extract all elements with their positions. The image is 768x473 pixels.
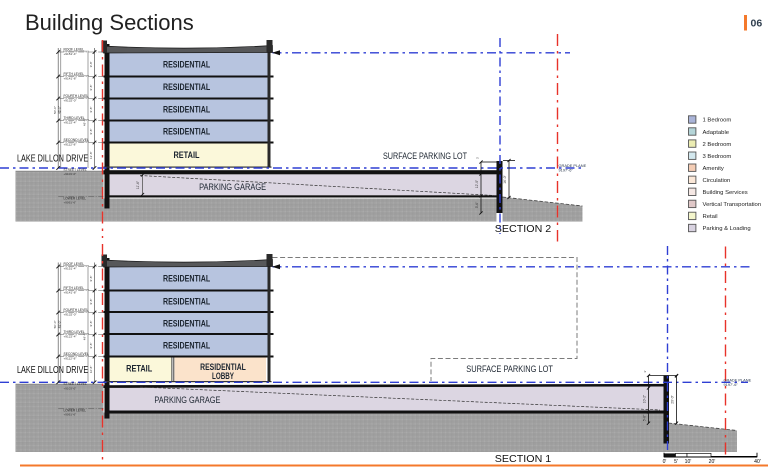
svg-text:RESIDENTIAL: RESIDENTIAL: [163, 296, 211, 306]
svg-text:RESIDENTIAL: RESIDENTIAL: [163, 104, 211, 114]
svg-text:3': 3': [476, 156, 480, 159]
svg-text:ROOF LEVEL: ROOF LEVEL: [64, 47, 85, 51]
svg-text:Building Services: Building Services: [703, 190, 748, 196]
svg-text:FIFTH LEVEL: FIFTH LEVEL: [64, 72, 85, 76]
svg-text:49'-4": 49'-4": [83, 118, 87, 126]
svg-text:9197'-6": 9197'-6": [724, 382, 739, 387]
svg-text:+9112'-8": +9112'-8": [64, 143, 77, 147]
svg-text:9'-8": 9'-8": [89, 61, 93, 67]
svg-text:9'-8": 9'-8": [89, 129, 93, 135]
svg-text:9'-8": 9'-8": [89, 85, 93, 91]
svg-text:SURFACE PARKING LOT: SURFACE PARKING LOT: [466, 364, 553, 374]
svg-text:9'-8": 9'-8": [89, 276, 93, 282]
svg-text:5'-8": 5'-8": [643, 414, 647, 421]
svg-text:10'-2": 10'-2": [643, 394, 647, 403]
svg-text:SECTION 2: SECTION 2: [495, 224, 552, 235]
svg-text:LAKE DILLON DRIVE: LAKE DILLON DRIVE: [17, 365, 88, 376]
svg-text:+9141'-8": +9141'-8": [64, 291, 77, 295]
svg-text:Adaptable: Adaptable: [703, 130, 730, 136]
svg-text:Circulation: Circulation: [703, 178, 731, 184]
svg-text:10': 10': [685, 459, 692, 465]
svg-text:+9091'-6": +9091'-6": [64, 201, 77, 205]
svg-text:LOWER LEVEL: LOWER LEVEL: [64, 196, 87, 200]
svg-text:+9122'-4": +9122'-4": [64, 121, 77, 125]
svg-text:3': 3': [643, 370, 647, 373]
svg-text:THIRD LEVEL: THIRD LEVEL: [64, 116, 85, 120]
svg-text:+9132'-0": +9132'-0": [64, 99, 77, 103]
svg-text:SECTION 1: SECTION 1: [495, 454, 552, 465]
svg-text:+9112'-8": +9112'-8": [64, 357, 77, 361]
svg-text:FIFTH LEVEL: FIFTH LEVEL: [64, 286, 85, 290]
svg-text:+9151'-4": +9151'-4": [64, 267, 77, 271]
svg-text:Retail: Retail: [703, 214, 718, 220]
svg-text:11'-6": 11'-6": [136, 180, 140, 189]
svg-text:FOURTH LEVEL: FOURTH LEVEL: [64, 308, 89, 312]
svg-text:Amenity: Amenity: [703, 166, 724, 172]
svg-text:LOBBY: LOBBY: [212, 371, 234, 381]
svg-text:+9122'-4": +9122'-4": [64, 335, 77, 339]
svg-text:1 Bedroom: 1 Bedroom: [703, 118, 732, 124]
svg-text:+9141'-8": +9141'-8": [64, 77, 77, 81]
svg-text:16'-0": 16'-0": [503, 174, 507, 183]
svg-text:RETAIL: RETAIL: [173, 150, 200, 160]
svg-text:SECOND LEVEL: SECOND LEVEL: [64, 138, 89, 142]
svg-text:5': 5': [674, 459, 678, 465]
svg-text:+9151'-4": +9151'-4": [64, 52, 77, 56]
svg-text:Building Sections: Building Sections: [25, 10, 194, 35]
svg-text:RESIDENTIAL: RESIDENTIAL: [163, 318, 211, 328]
svg-text:PARKING GARAGE: PARKING GARAGE: [199, 182, 266, 192]
svg-text:50'-0": 50'-0": [53, 320, 57, 328]
svg-text:+9103'-0": +9103'-0": [64, 172, 77, 176]
svg-text:RESIDENTIAL: RESIDENTIAL: [163, 60, 211, 70]
svg-text:+9132'-0": +9132'-0": [64, 313, 77, 317]
svg-text:SURFACE PARKING LOT: SURFACE PARKING LOT: [383, 151, 468, 161]
svg-text:GRADE PLANE: GRADE PLANE: [724, 377, 752, 382]
svg-text:9'-8": 9'-8": [89, 343, 93, 349]
svg-text:STREET LEVEL: STREET LEVEL: [64, 168, 88, 172]
svg-text:STREET LEVEL: STREET LEVEL: [64, 382, 88, 386]
svg-text:9'-8": 9'-8": [89, 299, 93, 305]
svg-text:+9103'-0": +9103'-0": [64, 387, 77, 391]
svg-text:RESIDENTIAL: RESIDENTIAL: [163, 274, 211, 284]
svg-text:RETAIL: RETAIL: [126, 363, 153, 373]
svg-text:Parking & Loading: Parking & Loading: [703, 226, 751, 232]
svg-text:PARKING GARAGE: PARKING GARAGE: [154, 395, 220, 405]
svg-text:RESIDENTIAL: RESIDENTIAL: [163, 340, 211, 350]
svg-text:50'-0": 50'-0": [53, 106, 57, 114]
svg-text:2 Bedroom: 2 Bedroom: [703, 142, 732, 148]
svg-text:45'-0": 45'-0": [58, 106, 62, 114]
svg-text:5'-6": 5'-6": [475, 201, 479, 208]
svg-text:THIRD LEVEL: THIRD LEVEL: [64, 330, 85, 334]
svg-text:45'-0": 45'-0": [58, 320, 62, 328]
svg-text:LAKE DILLON DRIVE: LAKE DILLON DRIVE: [17, 153, 88, 164]
svg-text:06: 06: [751, 18, 763, 30]
svg-text:SECOND LEVEL: SECOND LEVEL: [64, 352, 89, 356]
svg-text:GRADE PLANE: GRADE PLANE: [559, 163, 587, 168]
svg-text:RESIDENTIAL: RESIDENTIAL: [163, 126, 211, 136]
svg-text:FOURTH LEVEL: FOURTH LEVEL: [64, 94, 89, 98]
svg-text:0': 0': [663, 459, 667, 465]
svg-text:RESIDENTIAL: RESIDENTIAL: [163, 82, 211, 92]
svg-text:12'-0": 12'-0": [475, 179, 479, 188]
svg-text:20'-0": 20'-0": [671, 394, 675, 403]
svg-text:9'-8": 9'-8": [89, 107, 93, 113]
svg-text:12'-8": 12'-8": [89, 151, 93, 159]
svg-text:40': 40': [754, 459, 761, 465]
svg-text:12'-8": 12'-8": [89, 366, 93, 374]
svg-text:9'-8": 9'-8": [89, 321, 93, 327]
svg-text:+9091'-6": +9091'-6": [64, 413, 77, 417]
svg-text:RESIDENTIAL: RESIDENTIAL: [200, 362, 246, 372]
svg-text:3 Bedroom: 3 Bedroom: [703, 154, 732, 160]
svg-text:ROOF LEVEL: ROOF LEVEL: [64, 262, 85, 266]
svg-text:Vertical Transportation: Vertical Transportation: [703, 202, 762, 208]
svg-text:49'-4": 49'-4": [83, 333, 87, 341]
svg-text:LOWER LEVEL: LOWER LEVEL: [64, 408, 87, 412]
svg-text:9197'-6": 9197'-6": [559, 168, 574, 173]
svg-text:20': 20': [709, 459, 716, 465]
